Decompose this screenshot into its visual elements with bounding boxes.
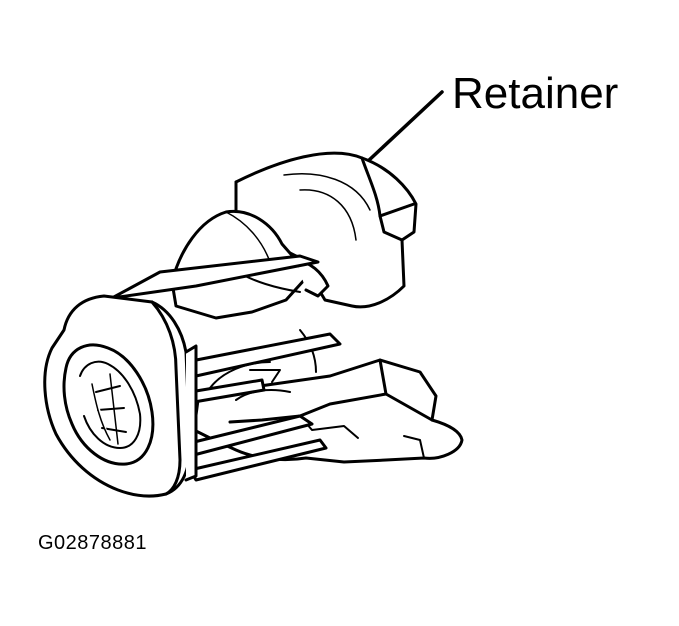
lower-tab [192, 358, 464, 464]
rear-saddle [234, 151, 418, 309]
front-ring [43, 294, 198, 498]
leader-line [365, 90, 444, 164]
retainer-label: Retainer [452, 69, 619, 118]
figure-code: G02878881 [38, 532, 148, 554]
connecting-rails [110, 254, 342, 482]
